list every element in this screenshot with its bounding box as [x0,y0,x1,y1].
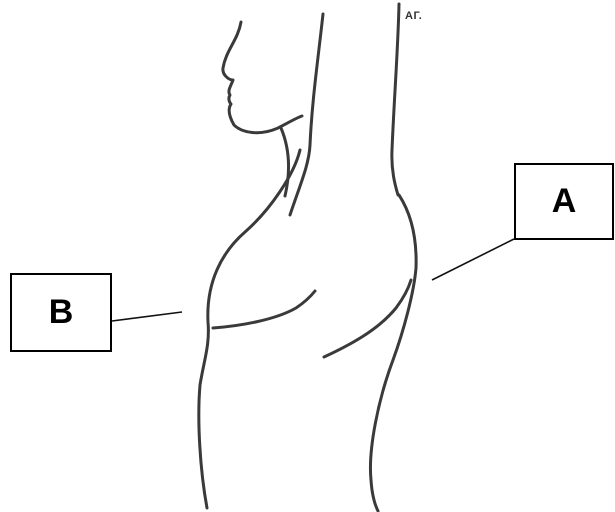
breast-fold-line [213,291,315,328]
face-profile [223,22,302,133]
label-box-b: B [10,273,112,352]
label-b-text: B [49,293,74,332]
back-contour [370,195,416,511]
leader-line-a [432,239,514,280]
leader-line-b [112,312,182,321]
arm-back-line [392,4,399,195]
label-box-a: A [514,163,614,240]
arm-front-line [290,14,323,215]
label-a-text: A [552,182,577,221]
artist-signature: AГ. [405,10,422,22]
